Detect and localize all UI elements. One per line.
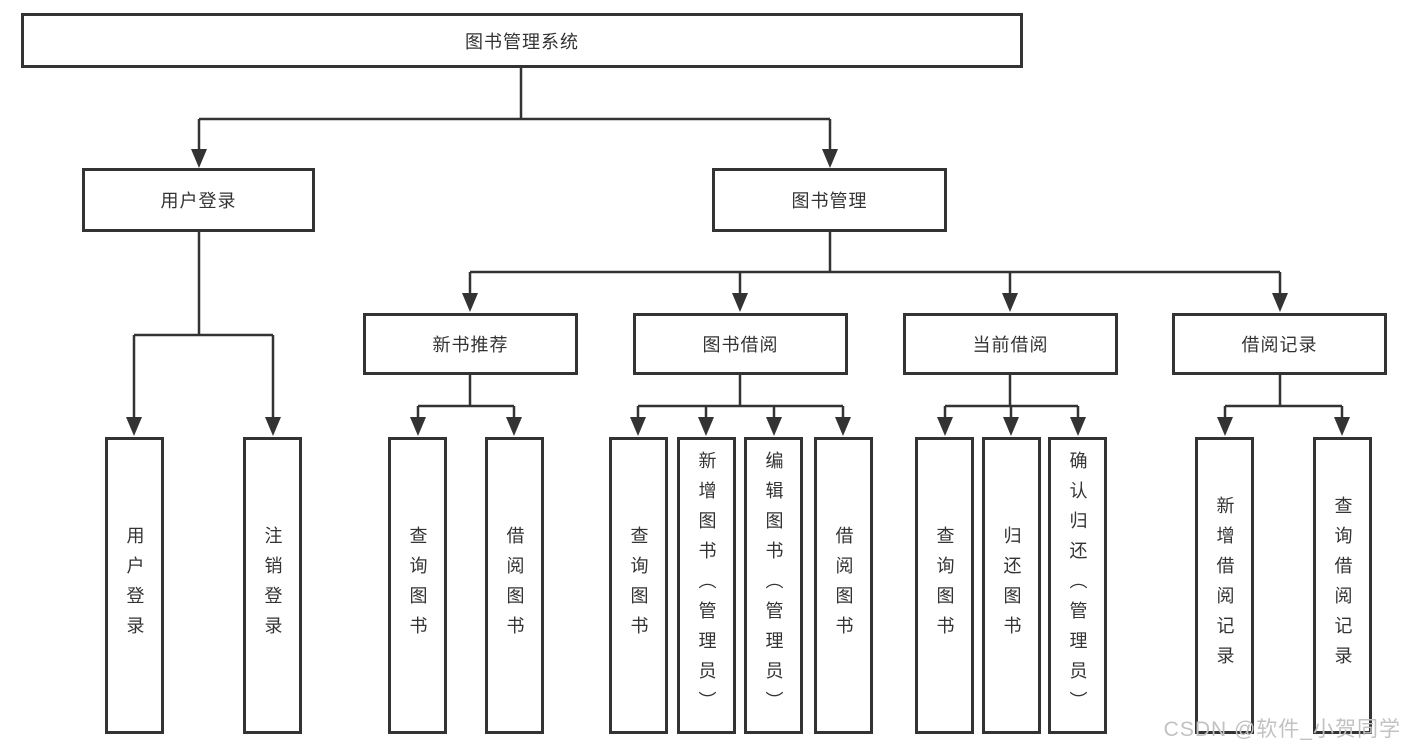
csdn-watermark: CSDN @软件_小贺同学 — [1163, 718, 1401, 741]
leaf-label: 注销登录 — [262, 525, 283, 646]
node-label: 用户登录 — [160, 191, 237, 211]
leaf-label: 借阅图书 — [504, 525, 525, 646]
node-borrow-records: 借阅记录 — [1172, 313, 1387, 375]
leaf-confirm-return-admin: 确认归还（管理员） — [1048, 437, 1107, 734]
node-book-borrow: 图书借阅 — [633, 313, 848, 375]
leaf-query-books-borrow: 查询图书 — [609, 437, 668, 734]
leaf-borrow-books: 借阅图书 — [814, 437, 873, 734]
node-label: 图书借阅 — [702, 335, 779, 355]
leaf-label: 借阅图书 — [833, 525, 854, 646]
leaf-label: 查询借阅记录 — [1332, 495, 1353, 676]
node-current-borrow: 当前借阅 — [903, 313, 1118, 375]
node-user-login: 用户登录 — [82, 168, 315, 232]
node-new-book-recommend: 新书推荐 — [363, 313, 578, 375]
leaf-add-book-admin: 新增图书（管理员） — [677, 437, 736, 734]
leaf-label: 用户登录 — [124, 525, 145, 646]
arrowheads — [126, 149, 1350, 436]
leaf-query-books-recommend: 查询图书 — [388, 437, 447, 734]
node-label: 当前借阅 — [972, 335, 1049, 355]
leaf-add-borrow-record: 新增借阅记录 — [1195, 437, 1254, 734]
leaf-user-login: 用户登录 — [105, 437, 164, 734]
leaf-label: 查询图书 — [934, 525, 955, 646]
leaf-label: 新增借阅记录 — [1214, 495, 1235, 676]
leaf-label: 查询图书 — [628, 525, 649, 646]
leaf-label: 新增图书（管理员） — [696, 450, 717, 721]
node-library-system: 图书管理系统 — [21, 13, 1023, 68]
node-label: 图书管理系统 — [465, 31, 579, 52]
leaf-label: 归还图书 — [1001, 525, 1022, 646]
node-label: 新书推荐 — [432, 335, 509, 355]
node-label: 借阅记录 — [1241, 335, 1318, 355]
leaf-query-borrow-record: 查询借阅记录 — [1313, 437, 1372, 734]
leaf-logout: 注销登录 — [243, 437, 302, 734]
leaf-label: 查询图书 — [407, 525, 428, 646]
leaf-return-book: 归还图书 — [982, 437, 1041, 734]
leaf-borrow-books-recommend: 借阅图书 — [485, 437, 544, 734]
leaf-query-books-current: 查询图书 — [915, 437, 974, 734]
leaf-label: 编辑图书（管理员） — [763, 450, 784, 721]
node-label: 图书管理 — [791, 191, 868, 211]
node-book-management: 图书管理 — [712, 168, 947, 232]
leaf-label: 确认归还（管理员） — [1067, 450, 1088, 721]
leaf-edit-book-admin: 编辑图书（管理员） — [744, 437, 803, 734]
